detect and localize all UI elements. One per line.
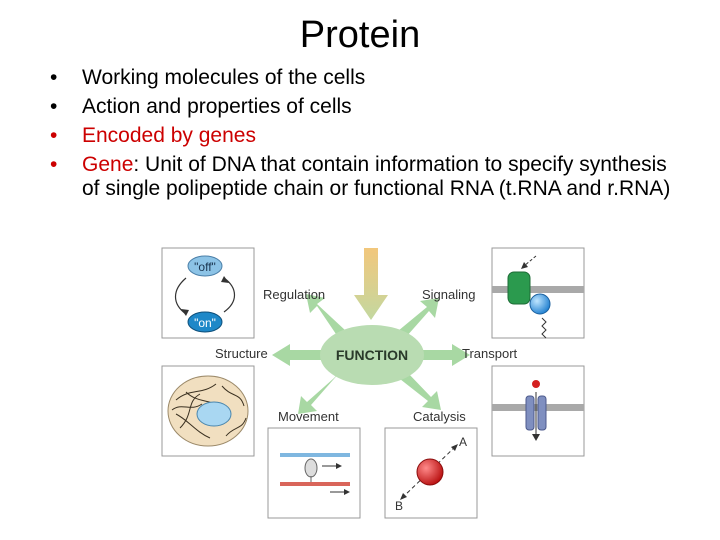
signaling-illustration	[492, 255, 584, 339]
off-state-label: "off"	[194, 260, 216, 274]
function-label: FUNCTION	[336, 347, 408, 363]
regulation-label: Regulation	[263, 287, 325, 302]
transport-illustration	[492, 380, 584, 441]
slide-title: Protein	[299, 14, 421, 56]
regulation-illustration: "off" "on"	[174, 255, 236, 333]
arrow-catalysis	[400, 372, 441, 410]
on-state-label: "on"	[194, 316, 216, 330]
bullet-dot: •	[50, 153, 58, 176]
catalysis-label: Catalysis	[413, 409, 466, 424]
structure-illustration	[167, 375, 249, 447]
bullet-text: Working molecules of the cells	[82, 66, 366, 89]
bullet-item: • Action and properties of cells	[48, 95, 688, 119]
arrow-movement	[298, 372, 340, 414]
transport-label: Transport	[462, 346, 518, 361]
signaling-label: Signaling	[422, 287, 476, 302]
movement-label: Movement	[278, 409, 339, 424]
bullet-text: Encoded by genes	[82, 124, 256, 147]
movement-illustration	[280, 453, 350, 495]
arrow-signaling	[398, 298, 439, 337]
catalysis-point-a: A	[459, 435, 467, 449]
gene-term: Gene	[82, 153, 134, 176]
bullet-item: • Gene: Unit of DNA that contain informat…	[48, 153, 688, 201]
bullet-dot: •	[50, 66, 58, 89]
arrow-regulation	[306, 294, 346, 337]
input-arrow	[354, 248, 388, 320]
arrow-structure	[272, 344, 324, 366]
function-arrows	[272, 294, 470, 414]
catalysis-point-b: B	[395, 499, 403, 513]
arrow-transport	[418, 344, 470, 366]
gene-definition: : Unit of DNA that contain information t…	[82, 153, 671, 200]
structure-label: Structure	[215, 346, 268, 361]
bullet-item: • Encoded by genes	[48, 124, 688, 148]
function-ellipse	[320, 325, 424, 385]
bullet-item: • Working molecules of the cells	[48, 66, 688, 90]
bullet-list: • Working molecules of the cells • Action …	[48, 66, 688, 206]
bullet-dot: •	[50, 124, 58, 147]
bullet-text: Action and properties of cells	[82, 95, 352, 118]
bullet-dot: •	[50, 95, 58, 118]
catalysis-illustration: A B	[395, 435, 467, 513]
